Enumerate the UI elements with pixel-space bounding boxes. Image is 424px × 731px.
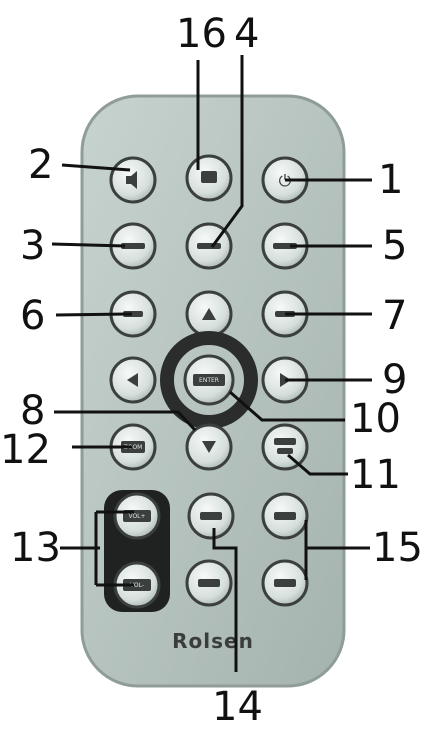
fast-forward-button[interactable] xyxy=(263,561,307,605)
button-16[interactable] xyxy=(187,156,231,200)
left-button[interactable] xyxy=(111,358,155,402)
menu-icon xyxy=(201,171,217,183)
callout-11: 11 xyxy=(350,452,401,498)
prev-button[interactable] xyxy=(189,494,233,538)
callout-15: 15 xyxy=(372,525,423,571)
callout-6: 6 xyxy=(20,293,45,339)
callout-7: 7 xyxy=(382,293,407,339)
enter-button[interactable]: ENTER xyxy=(185,356,233,404)
callout-16: 16 xyxy=(176,11,227,57)
next-button[interactable] xyxy=(187,561,231,605)
callout-13: 13 xyxy=(10,525,61,571)
callout-12: 12 xyxy=(0,427,51,473)
brand-logo-text: Rolsen xyxy=(172,629,254,653)
callout-5: 5 xyxy=(382,223,407,269)
callout-2: 2 xyxy=(28,142,53,188)
callout-4: 4 xyxy=(234,11,259,57)
vol-up-label: VOL+ xyxy=(128,513,145,520)
down-button[interactable] xyxy=(187,425,231,469)
button-11[interactable] xyxy=(263,425,307,469)
callout-14: 14 xyxy=(212,684,263,730)
rewind-button[interactable] xyxy=(263,494,307,538)
up-button[interactable] xyxy=(187,292,231,336)
callout-1: 1 xyxy=(378,157,403,203)
mute-button[interactable] xyxy=(111,158,155,202)
vol-up-button[interactable]: VOL+ xyxy=(115,494,159,538)
callout-10: 10 xyxy=(350,396,401,442)
enter-label: ENTER xyxy=(199,377,219,384)
callout-3: 3 xyxy=(20,223,45,269)
